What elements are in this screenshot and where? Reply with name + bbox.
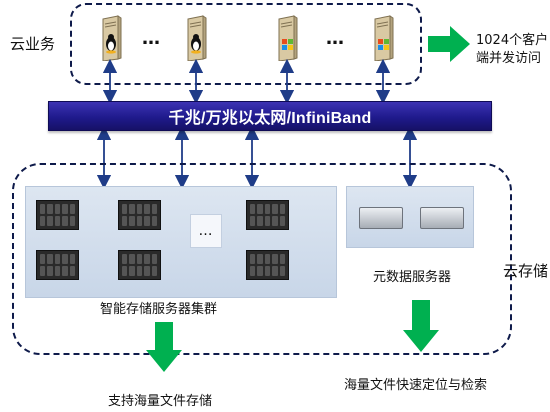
linux-server-icon	[102, 15, 122, 61]
storage-rack	[36, 200, 79, 230]
right-arrow-icon	[428, 26, 470, 62]
cloud-business-label: 云业务	[10, 35, 56, 53]
client-access-line1: 1024个客户	[476, 33, 549, 48]
cloud-business-frame	[70, 3, 422, 85]
storage-rack	[118, 200, 161, 230]
down-arrow-icon	[403, 300, 439, 352]
storage-cluster-label: 智能存储服务器集群	[100, 302, 218, 317]
ellipsis-left: …	[142, 28, 162, 49]
storage-rack	[118, 250, 161, 280]
metadata-server-icon	[420, 207, 464, 229]
windows-server-icon	[278, 15, 298, 61]
down-arrow-icon	[146, 322, 182, 372]
storage-rack	[246, 250, 289, 280]
network-label: 千兆/万兆以太网/InfiniBand	[168, 110, 372, 127]
storage-ellipsis: …	[190, 214, 222, 248]
massive-storage-caption: 支持海量文件存储	[108, 394, 213, 409]
cloud-storage-frame	[12, 163, 512, 355]
network-bar: 千兆/万兆以太网/InfiniBand	[48, 101, 492, 131]
storage-rack	[246, 200, 289, 230]
linux-server-icon	[187, 15, 207, 61]
metadata-server-icon	[359, 207, 403, 229]
ellipsis-right: …	[326, 28, 346, 49]
cloud-storage-label: 云存储	[503, 262, 549, 280]
storage-rack	[36, 250, 79, 280]
metadata-servers-label: 元数据服务器	[373, 270, 452, 285]
fast-locate-caption: 海量文件快速定位与检索	[344, 378, 488, 393]
client-access-line2: 端并发访问	[476, 51, 542, 66]
